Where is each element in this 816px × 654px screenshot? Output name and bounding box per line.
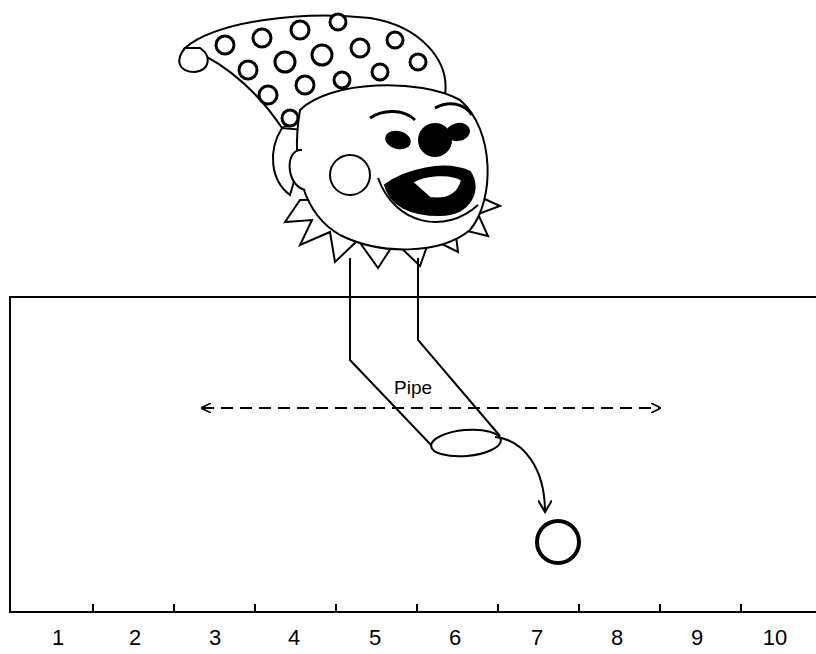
scale-number: 7 xyxy=(531,627,543,649)
ruler-ticks xyxy=(93,604,741,612)
scale-number: 6 xyxy=(449,627,461,649)
scale-number: 1 xyxy=(52,627,64,649)
scale-number: 4 xyxy=(288,627,300,649)
part-label: Pipe xyxy=(394,378,432,397)
ball xyxy=(537,521,579,563)
scale-number: 3 xyxy=(209,627,221,649)
clown-head xyxy=(179,14,500,268)
clown-neck xyxy=(350,258,418,298)
scale-number: 5 xyxy=(369,627,381,649)
scale-number: 2 xyxy=(129,627,141,649)
box-outline xyxy=(10,297,816,612)
scale-number: 10 xyxy=(763,627,787,649)
scale-number: 8 xyxy=(611,627,623,649)
trajectory-arrow xyxy=(495,437,545,512)
motion-arrow xyxy=(202,407,660,409)
pipe xyxy=(350,262,502,459)
scale-number: 9 xyxy=(691,627,703,649)
